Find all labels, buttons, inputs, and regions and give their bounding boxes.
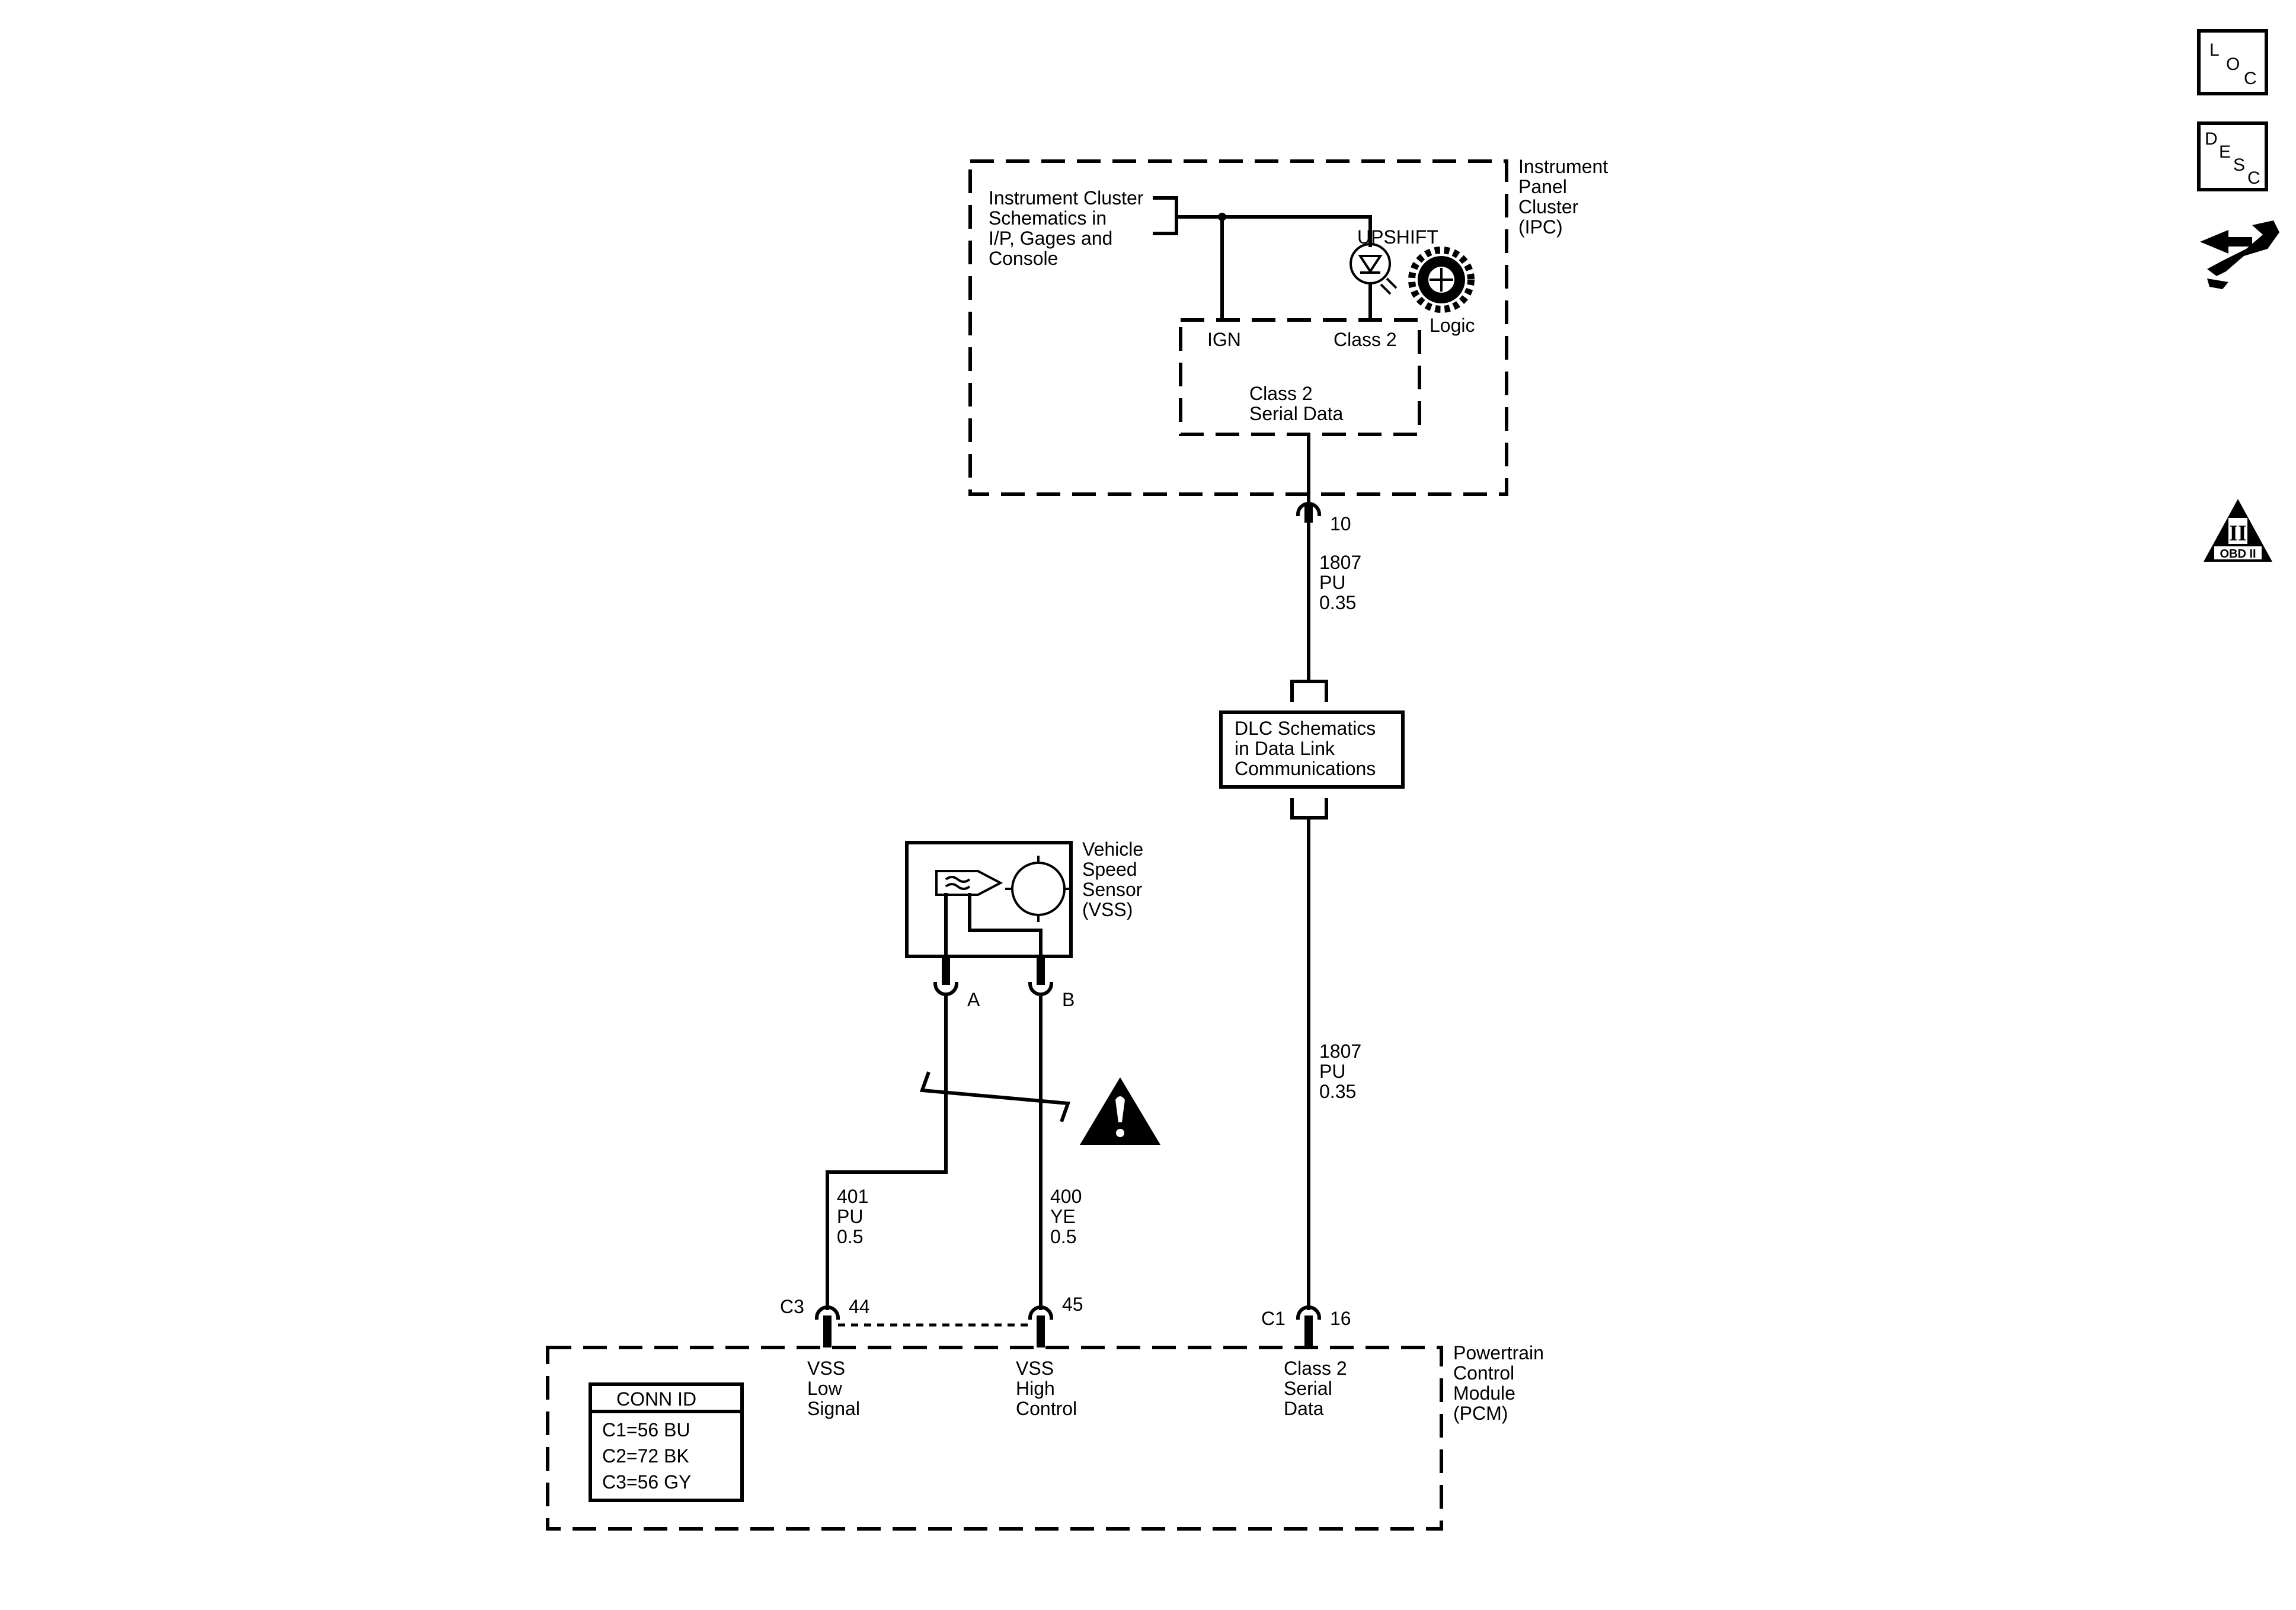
pcm-c3-label: C3 — [780, 1296, 804, 1317]
wire-400-color: YE — [1050, 1206, 1076, 1227]
pcm-pin-16: 16 — [1330, 1308, 1351, 1329]
ipc-title-3: Cluster — [1518, 196, 1579, 217]
pcm-module: Powertrain Control Module (PCM) C3 44 45… — [546, 1294, 1544, 1531]
pcm-title-1: Powertrain — [1453, 1342, 1544, 1363]
wire-lower-color: PU — [1319, 1061, 1345, 1082]
diagnosis-hand-icon[interactable] — [2200, 220, 2279, 289]
wire-400-circuit: 400 — [1050, 1186, 1082, 1207]
loc-letter-l: L — [2209, 40, 2220, 60]
ipc-ref-4: Console — [989, 248, 1058, 269]
wire-upper-size: 0.35 — [1319, 592, 1356, 613]
vss-pin-b: B — [1062, 989, 1075, 1010]
upshift-lamp-icon — [1350, 243, 1398, 295]
dlc-reference-box[interactable] — [1219, 710, 1405, 789]
dlc-bottom-connector — [1290, 798, 1328, 820]
logic-gear-icon — [1408, 247, 1475, 313]
wire-upper-circuit: 1807 — [1319, 552, 1361, 573]
pcm-class2-1: Class 2 — [1284, 1358, 1347, 1379]
inner-label-2: Serial Data — [1249, 403, 1344, 424]
desc-letter-e: E — [2219, 142, 2231, 162]
ipc-ref-2: Schematics in — [989, 207, 1107, 229]
wire-401-size: 0.5 — [837, 1226, 863, 1247]
desc-letter-d: D — [2205, 129, 2218, 149]
ipc-title-4: (IPC) — [1518, 216, 1563, 238]
wire-401-circuit: 401 — [837, 1186, 868, 1207]
ipc-ref-3: I/P, Gages and — [989, 228, 1112, 249]
pcm-connector-44 — [814, 1305, 840, 1320]
vss-title-3: Sensor — [1082, 879, 1143, 900]
ipc-module: Instrument Panel Cluster (IPC) Instrumen… — [968, 156, 1608, 496]
vss-title-4: (VSS) — [1082, 899, 1133, 920]
ipc-title-2: Panel — [1518, 176, 1567, 197]
vss-low-2: Low — [807, 1378, 843, 1399]
vss-pin-a: A — [967, 989, 980, 1010]
obd-numeral: II — [2229, 521, 2247, 546]
logic-label: Logic — [1430, 315, 1475, 336]
wire-lower-size: 0.35 — [1319, 1081, 1356, 1102]
vss-title-2: Speed — [1082, 859, 1137, 880]
obd-ii-icon[interactable]: II OBD II — [2204, 499, 2272, 562]
caution-icon[interactable] — [1080, 1077, 1160, 1145]
vss-low-3: Signal — [807, 1398, 860, 1419]
pcm-boundary — [546, 1346, 1443, 1531]
ipc-class2-label: Class 2 — [1334, 329, 1397, 350]
vss-lead-b — [968, 893, 1043, 958]
vss-high-2: High — [1016, 1378, 1055, 1399]
vss-title-1: Vehicle — [1082, 838, 1143, 860]
pcm-pin-45: 45 — [1062, 1294, 1083, 1315]
desc-letter-c: C — [2247, 168, 2260, 188]
vss-box — [905, 841, 1073, 958]
wire-lower-circuit: 1807 — [1319, 1041, 1361, 1062]
dlc-top-connector — [1290, 680, 1328, 702]
wire-upper-color: PU — [1319, 572, 1345, 593]
ipc-boundary — [968, 159, 1508, 496]
ref-bracket — [1153, 196, 1178, 235]
pcm-title-3: Module — [1453, 1382, 1515, 1404]
ipc-connector-10 — [1296, 502, 1322, 517]
pcm-title-2: Control — [1453, 1362, 1514, 1384]
pcm-connector-45 — [1028, 1305, 1054, 1320]
wire-401-color: PU — [837, 1206, 863, 1227]
dlc-line-3: Communications — [1235, 758, 1376, 779]
vss-low-1: VSS — [807, 1358, 845, 1379]
ipc-pin-10: 10 — [1330, 513, 1351, 534]
pcm-class2-2: Serial — [1284, 1378, 1332, 1399]
loc-icon[interactable]: L O C — [2197, 29, 2268, 95]
vss-high-1: VSS — [1016, 1358, 1054, 1379]
conn-id-row-1: C1=56 BU — [602, 1419, 690, 1441]
ipc-ref-1: Instrument Cluster — [989, 187, 1144, 209]
obd-label: OBD II — [2220, 548, 2256, 561]
loc-letter-c: C — [2244, 69, 2257, 88]
class2-serial-data-box — [1179, 318, 1421, 436]
ipc-title-1: Instrument — [1518, 156, 1608, 177]
desc-icon[interactable]: D E S C — [2197, 121, 2268, 191]
twisted-pair-mark — [919, 1071, 1071, 1122]
conn-id-row-3: C3=56 GY — [602, 1471, 691, 1493]
pcm-class2-3: Data — [1284, 1398, 1324, 1419]
upshift-label: UPSHIFT — [1357, 226, 1438, 248]
dlc-line-1: DLC Schematics — [1235, 718, 1376, 739]
pcm-pin-44: 44 — [849, 1296, 870, 1317]
vss-sensor-icon — [935, 856, 1072, 922]
pcm-title-4: (PCM) — [1453, 1403, 1508, 1424]
conn-id-title: CONN ID — [616, 1388, 696, 1410]
pcm-c1-label: C1 — [1261, 1308, 1285, 1329]
wire-400-size: 0.5 — [1050, 1226, 1076, 1247]
vss-high-3: Control — [1016, 1398, 1077, 1419]
vss-module: Vehicle Speed Sensor (VSS) — [905, 838, 1143, 958]
loc-letter-o: O — [2226, 55, 2240, 74]
ign-label: IGN — [1207, 329, 1241, 350]
desc-letter-s: S — [2233, 155, 2245, 175]
pcm-connector-16 — [1296, 1305, 1322, 1320]
vss-connector-b — [1028, 981, 1054, 996]
vss-connector-a — [933, 981, 959, 996]
inner-label-1: Class 2 — [1249, 383, 1313, 404]
conn-id-row-2: C2=72 BK — [602, 1445, 689, 1467]
conn-id-table: CONN ID C1=56 BU C2=72 BK C3=56 GY — [589, 1382, 744, 1502]
dlc-line-2: in Data Link — [1235, 738, 1335, 759]
wire-401 — [826, 994, 948, 1310]
